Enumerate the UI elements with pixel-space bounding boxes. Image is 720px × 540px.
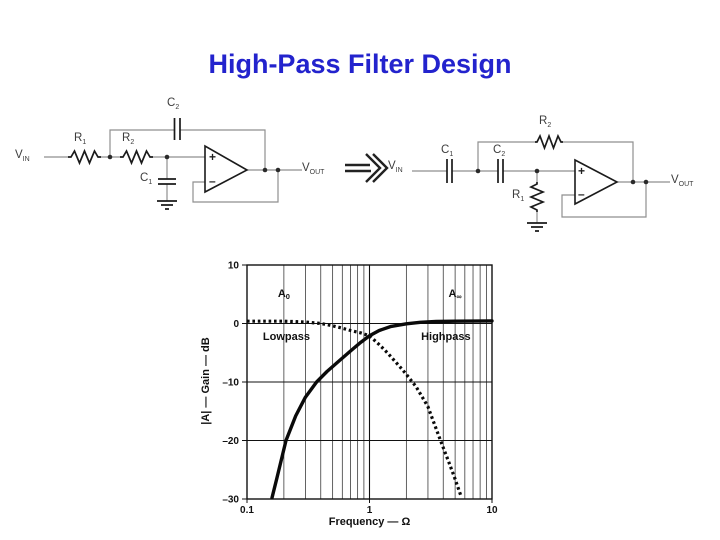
highpass-curve: [270, 319, 494, 500]
y-axis-label: |A| — Gain — dB: [200, 337, 212, 425]
y-tick-label: 0: [233, 319, 239, 330]
y-tick-label: 10: [228, 261, 240, 272]
lowpass-wires: [44, 129, 302, 203]
resistor-r2: [120, 148, 153, 166]
lowpass-nodes: [107, 154, 281, 173]
capacitor-c2: [497, 159, 504, 183]
lowpass-curve: [247, 319, 463, 498]
ground-symbol: [527, 222, 547, 232]
c2-label: C2: [493, 144, 506, 158]
x-axis-label: Frequency — Ω: [328, 516, 411, 528]
lowpass-circuit-art: [44, 118, 302, 210]
resistor-r1: [528, 182, 546, 212]
c1-label: C1: [441, 144, 454, 158]
lowpass-components: [68, 118, 249, 210]
highpass-nodes: [475, 168, 649, 185]
opamp-plus-sign: +: [209, 150, 217, 164]
a-∞-annotation: A∞: [448, 288, 462, 302]
r2-label: R2: [122, 132, 135, 146]
opamp-triangle: [574, 158, 619, 206]
ground-symbol: [157, 200, 177, 210]
x-tick-label: 1: [367, 505, 373, 516]
r1-label: R1: [512, 189, 525, 203]
y-tick-label: –30: [222, 495, 239, 506]
x-tick-label: 0.1: [240, 505, 254, 516]
c2-label: C2: [167, 97, 180, 111]
vin-label: VIN: [388, 160, 403, 174]
highpass-components: [446, 133, 619, 232]
vout-label: VOUT: [302, 162, 325, 176]
opamp-plus-sign: +: [578, 164, 586, 178]
lowpass-annotation: Lowpass: [262, 331, 311, 344]
resistor-r1: [68, 148, 101, 166]
gain-chart-plot: 0.1 1 10 10 0 –10 –20 –30: [222, 261, 498, 517]
highpass-annotation: Highpass: [421, 331, 471, 344]
highpass-wires: [412, 141, 670, 223]
y-tick-label: –20: [222, 436, 239, 447]
capacitor-c1: [446, 159, 453, 183]
c1-label: C1: [140, 172, 153, 186]
plot-border: [246, 264, 493, 500]
capacitor-c2: [173, 118, 181, 140]
gain-chart: 0.1 1 10 10 0 –10 –20 –30 Frequency — Ω |A| — G…: [195, 250, 515, 540]
capacitor-c1: [158, 178, 176, 185]
opamp-minus-sign: –: [578, 187, 585, 201]
opamp-triangle: [204, 144, 249, 194]
vout-label: VOUT: [671, 174, 694, 188]
r1-label: R1: [74, 132, 87, 146]
highpass-circuit-diagram: VIN C1 C2 R2 R1 + – VOUT: [340, 95, 715, 245]
a-0-annotation: A0: [277, 288, 290, 302]
highpass-circuit-art: [345, 133, 670, 232]
implies-arrow-icon: [345, 153, 389, 183]
r2-label: R2: [539, 115, 552, 129]
lowpass-circuit-diagram: VIN R1 R2 C2 C1 + – VOUT: [10, 95, 345, 230]
resistor-r2: [535, 133, 563, 151]
x-tick-label: 10: [486, 505, 498, 516]
vin-label: VIN: [15, 149, 30, 163]
page-title: High-Pass Filter Design: [208, 49, 512, 79]
opamp-minus-sign: –: [209, 174, 216, 188]
y-tick-label: –10: [222, 378, 239, 389]
